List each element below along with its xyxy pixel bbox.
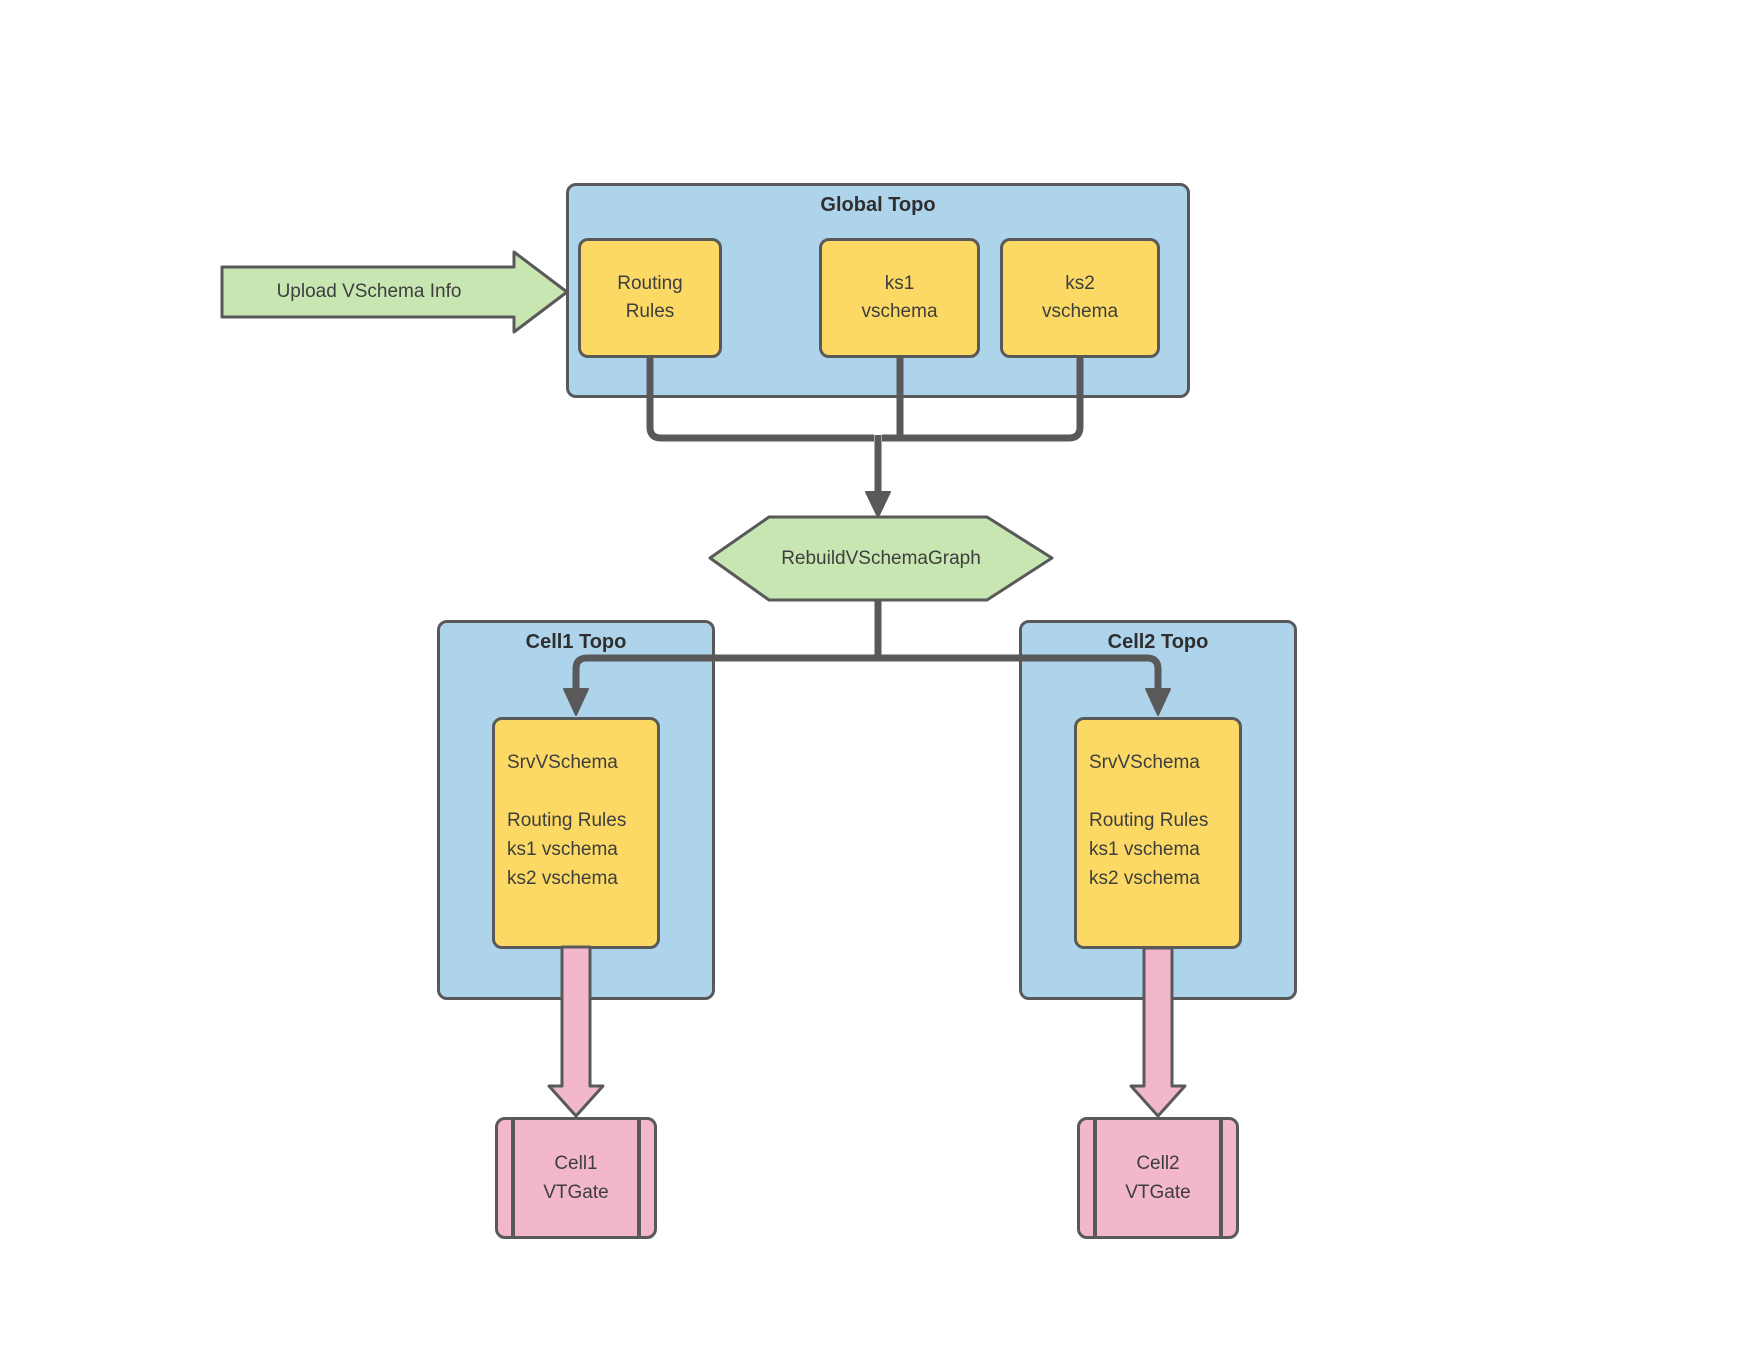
global-topo-title: Global Topo (820, 194, 936, 216)
rebuild-vschemagraph-label: RebuildVSchemaGraph (781, 548, 981, 569)
cell2-srvvschema-node: SrvVSchema Routing Rules ks1 vschema ks2… (1074, 717, 1242, 949)
cell1-srvvschema-node: SrvVSchema Routing Rules ks1 vschema ks2… (492, 717, 660, 949)
vtgate-side-bar-right (1219, 1120, 1223, 1236)
arrowhead-into-rebuild (865, 491, 891, 518)
node-ks2-vschema: ks2 vschema (1000, 238, 1160, 358)
cell2-topo-title: Cell2 Topo (1107, 631, 1209, 653)
vtgate-side-bar-right (637, 1120, 641, 1236)
node-ks1-vschema: ks1 vschema (819, 238, 980, 358)
cell2-vtgate-node: Cell2 VTGate (1077, 1117, 1239, 1239)
node-routing-rules: Routing Rules (578, 238, 722, 358)
vtgate-side-bar-left (1093, 1120, 1097, 1236)
cell1-topo-title: Cell1 Topo (525, 631, 627, 653)
upload-vschema-arrow-label: Upload VSchema Info (276, 281, 462, 302)
vtgate-side-bar-left (511, 1120, 515, 1236)
cell1-vtgate-label: Cell1 VTGate (543, 1153, 609, 1203)
cell2-vtgate-label: Cell2 VTGate (1125, 1153, 1191, 1203)
cell1-vtgate-node: Cell1 VTGate (495, 1117, 657, 1239)
